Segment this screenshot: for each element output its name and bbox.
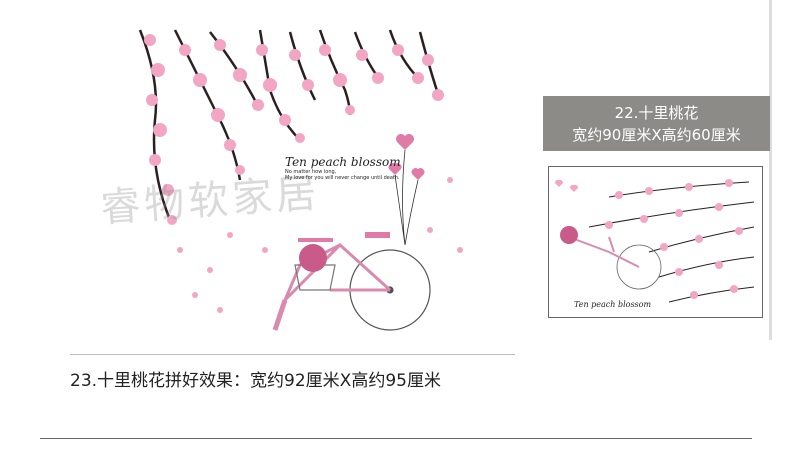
tagline-title: Ten peach blossom [285,155,401,169]
divider [70,354,515,355]
spec-size: 宽约90厘米X高约60厘米 [572,126,741,144]
tagline: Ten peach blossom No matter how long, My… [285,155,401,181]
tagline-line-1: No matter how long, [285,169,337,175]
tagline-line-2: My love for you will never change until … [285,175,400,181]
spec-label: 22.十里桃花 宽约90厘米X高约60厘米 [543,96,770,151]
spec-title: 22.十里桃花 [614,104,699,122]
sticker-sheet-thumbnail: Ten peach blossom [548,166,763,318]
bicycle [272,232,431,331]
blossoms [144,34,463,313]
divider [40,438,752,439]
vertical-divider [769,0,772,340]
peach-blossom-bicycle-illustration [138,29,463,331]
heart-balloons [388,134,425,246]
thumbnail-tagline: Ten peach blossom [574,300,651,309]
product-caption: 23.十里桃花拼好效果：宽约92厘米X高约95厘米 [70,371,441,391]
sticker-sheet-illustration: Ten peach blossom [554,179,755,309]
